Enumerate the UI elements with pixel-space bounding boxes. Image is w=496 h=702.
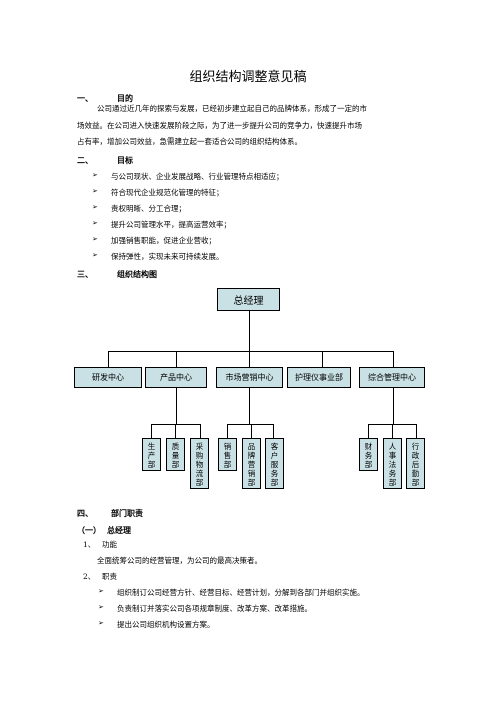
org-node-sales-dept: 销售部 xyxy=(218,438,237,471)
connector-line xyxy=(392,424,393,438)
org-node-admin-center: 综合管理中心 xyxy=(359,367,425,388)
bullet-arrow-icon: ➢ xyxy=(98,619,104,627)
connector-line xyxy=(176,387,177,425)
item-1-label: 功能 xyxy=(102,540,117,549)
org-node-procurement-logistics-dept: 采购物流部 xyxy=(190,438,209,489)
org-node-production-dept: 生产部 xyxy=(142,438,161,471)
org-node-care-device-division: 护理仪事业部 xyxy=(287,367,351,388)
goal-item: 符合现代企业规范化管理的特征； xyxy=(111,188,224,197)
section-2-heading: 目标 xyxy=(117,155,133,165)
connector-line xyxy=(249,351,250,367)
connector-line xyxy=(273,424,274,438)
connector-line xyxy=(249,387,250,425)
bullet-arrow-icon: ➢ xyxy=(98,603,104,611)
bullet-arrow-icon: ➢ xyxy=(92,187,98,195)
section-3-number: 三、 xyxy=(77,269,93,279)
section-2-number: 二、 xyxy=(77,155,93,165)
section-1-para-line1: 公司通过近几年的探索与发展，已经初步建立起自己的品牌体系，形成了一定的市 xyxy=(97,104,367,113)
section-4-number: 四、 xyxy=(77,508,93,518)
bullet-arrow-icon: ➢ xyxy=(92,171,98,179)
bullet-arrow-icon: ➢ xyxy=(92,235,98,243)
connector-line xyxy=(176,351,177,367)
duty-item: 组织制订公司经营方针、经营目标、经营计划，分解到各部门并组织实施。 xyxy=(117,588,365,597)
connector-line xyxy=(175,424,176,438)
org-node-admin-logistics-dept: 行政后勤部 xyxy=(406,438,425,489)
connector-line xyxy=(227,424,274,425)
item-1-number: 1、 xyxy=(83,540,96,549)
org-node-finance-dept: 财务部 xyxy=(359,438,378,471)
duty-item: 负责制订并落实公司各项规章制度、改革方案、改革措施。 xyxy=(117,604,312,613)
connector-line xyxy=(393,351,394,367)
bullet-arrow-icon: ➢ xyxy=(92,219,98,227)
org-node-brand-marketing-dept: 品牌营销部 xyxy=(242,438,261,489)
duty-item: 提出公司组织机构设置方案。 xyxy=(117,620,215,629)
connector-line xyxy=(151,424,201,425)
connector-line xyxy=(393,387,394,425)
goal-item: 与公司现状、企业发展战略、行业管理特点相适应； xyxy=(111,172,284,181)
org-node-product-center: 产品中心 xyxy=(145,367,207,388)
section-1-heading: 目的 xyxy=(117,93,133,103)
section-3-heading: 组织结构图 xyxy=(117,269,157,279)
goal-item: 保持弹性，实现未来可持续发展。 xyxy=(111,252,224,261)
org-node-general-manager: 总经理 xyxy=(217,288,280,311)
item-2-label: 职责 xyxy=(102,572,117,581)
connector-line xyxy=(249,310,250,352)
bullet-arrow-icon: ➢ xyxy=(92,251,98,259)
connector-line xyxy=(108,351,109,367)
connector-line xyxy=(108,351,394,352)
goal-item: 提升公司管理水平，提高运营效率； xyxy=(111,220,231,229)
connector-line xyxy=(322,351,323,367)
org-node-rd-center: 研发中心 xyxy=(74,367,142,388)
section-1-para-line2: 场效益。在公司进入快速发展阶段之际，为了进一步提升公司的竞争力，快速提升市场 xyxy=(77,121,362,130)
connector-line xyxy=(151,424,152,438)
org-node-hr-legal-dept: 人事法务部 xyxy=(383,438,402,489)
connector-line xyxy=(227,424,228,438)
document-title: 组织结构调整意见稿 xyxy=(189,70,307,85)
item-2-number: 2、 xyxy=(83,572,96,581)
subsection-number: （一） xyxy=(77,525,101,535)
goal-item: 加强销售职能，促进企业营收； xyxy=(111,236,216,245)
connector-line xyxy=(200,424,201,438)
org-node-marketing-center: 市场营销中心 xyxy=(216,367,283,388)
subsection-heading: 总经理 xyxy=(107,525,131,535)
section-1-para-line3: 占有率，增加公司效益，急需建立起一套适合公司的组织结构体系。 xyxy=(77,137,302,146)
org-node-quality-dept: 质量部 xyxy=(166,438,185,471)
connector-line xyxy=(368,424,369,438)
bullet-arrow-icon: ➢ xyxy=(98,587,104,595)
bullet-arrow-icon: ➢ xyxy=(92,203,98,211)
org-node-customer-service-dept: 客户服务部 xyxy=(265,438,284,489)
goal-item: 责权明晰、分工合理； xyxy=(111,204,186,213)
section-1-number: 一、 xyxy=(77,93,93,103)
section-4-heading: 部门职责 xyxy=(111,508,143,518)
connector-line xyxy=(416,424,417,438)
connector-line xyxy=(251,424,252,438)
item-1-text: 全面统筹公司的经营管理，为公司的最高决策者。 xyxy=(97,556,262,565)
